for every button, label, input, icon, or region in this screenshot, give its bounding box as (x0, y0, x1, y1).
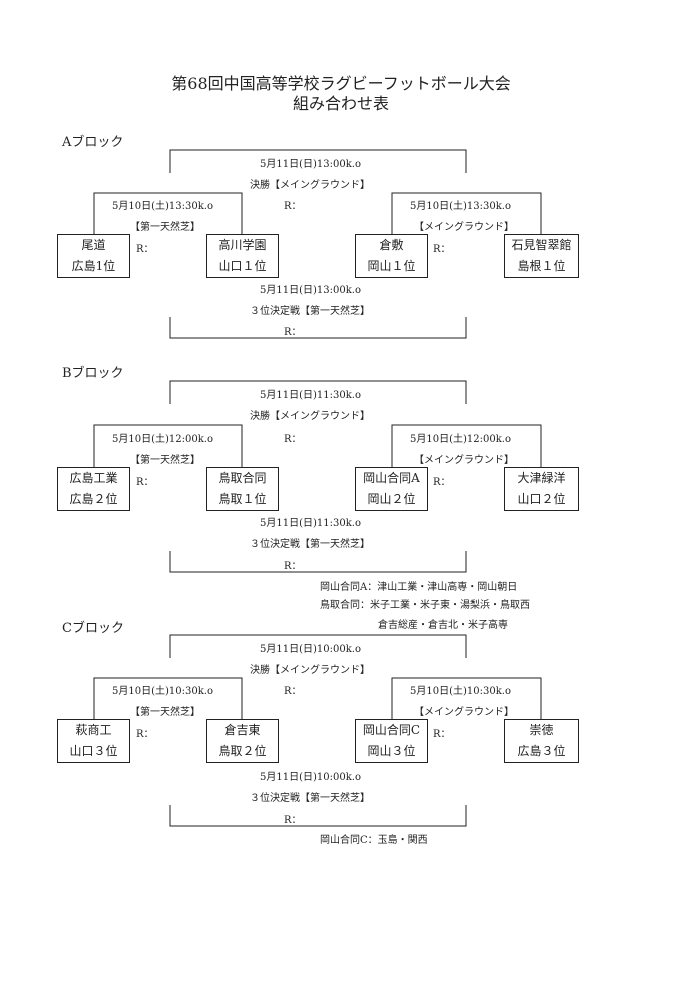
team-rank: 山口１位 (218, 259, 267, 273)
final-time: 5月11日(日)13:00k.o (260, 159, 361, 170)
third-place-label: ３位決定戦【第一天然芝】 (250, 306, 370, 317)
team-rank: 鳥取１位 (218, 492, 267, 506)
team-box: 萩商工 山口３位 (57, 719, 130, 763)
semi-right-time: 5月10日(土)12:00k.o (410, 434, 511, 445)
team-name: 大津緑洋 (517, 471, 566, 485)
team-rank: 広島３位 (517, 744, 566, 758)
final-time: 5月11日(日)11:30k.o (260, 390, 361, 401)
third-place-result: R： (284, 327, 302, 338)
third-place-label: ３位決定戦【第一天然芝】 (250, 539, 370, 550)
title-line-2: 組み合わせ表 (292, 94, 389, 113)
block-name: Aブロック (62, 135, 124, 150)
team-name: 尾道 (81, 238, 106, 252)
team-box: 倉敷 岡山１位 (355, 234, 428, 278)
semi-right-result: R： (433, 729, 451, 740)
semi-right-venue: 【メイングラウンド】 (414, 455, 514, 466)
final-result: R： (284, 434, 302, 445)
team-box: 倉吉東 鳥取２位 (206, 719, 279, 763)
team-box: 広島工業 広島２位 (57, 467, 130, 511)
third-place-result: R： (284, 815, 302, 826)
team-box: 鳥取合同 鳥取１位 (206, 467, 279, 511)
team-box: 尾道 広島1位 (57, 234, 130, 278)
team-rank: 山口２位 (517, 492, 566, 506)
team-name: 倉敷 (379, 238, 404, 252)
block-name: Bブロック (62, 366, 124, 381)
team-rank: 鳥取２位 (218, 744, 267, 758)
team-rank: 島根１位 (517, 259, 566, 273)
team-rank: 広島1位 (71, 259, 116, 273)
semi-left-time: 5月10日(土)12:00k.o (112, 434, 213, 445)
team-name: 岡山合同A (363, 471, 420, 485)
semi-left-venue: 【第一天然芝】 (130, 707, 200, 718)
title-line-1: 第68回中国高等学校ラグビーフットボール大会 (171, 74, 511, 93)
team-box: 石見智翠館 島根１位 (504, 234, 579, 278)
semi-left-result: R： (136, 477, 154, 488)
semi-right-result: R： (433, 244, 451, 255)
team-name: 広島工業 (69, 471, 118, 485)
third-place-result: R： (284, 561, 302, 572)
third-place-label: ３位決定戦【第一天然芝】 (250, 793, 370, 804)
team-rank: 山口３位 (69, 744, 118, 758)
team-rank: 岡山３位 (367, 744, 416, 758)
team-box: 高川学園 山口１位 (206, 234, 279, 278)
semi-right-time: 5月10日(土)10:30k.o (410, 686, 511, 697)
team-box: 岡山合同A 岡山２位 (355, 467, 428, 511)
semi-right-venue: 【メイングラウンド】 (414, 707, 514, 718)
team-name: 岡山合同C (362, 723, 421, 737)
semi-left-result: R： (136, 244, 154, 255)
team-rank: 岡山１位 (367, 259, 416, 273)
final-label: 決勝【メイングラウンド】 (250, 411, 370, 422)
team-box: 大津緑洋 山口２位 (504, 467, 579, 511)
team-composition-note: 鳥取合同：米子工業・米子東・湯梨浜・鳥取西 (320, 600, 530, 611)
semi-left-venue: 【第一天然芝】 (130, 222, 200, 233)
final-result: R： (284, 686, 302, 697)
final-label: 決勝【メイングラウンド】 (250, 665, 370, 676)
team-composition-note: 倉吉総産・倉吉北・米子高専 (378, 620, 508, 631)
team-name: 高川学園 (218, 238, 267, 252)
team-rank: 広島２位 (69, 492, 118, 506)
team-rank: 岡山２位 (367, 492, 416, 506)
team-box: 岡山合同C 岡山３位 (355, 719, 428, 763)
team-name: 倉吉東 (224, 723, 261, 737)
team-composition-note: 岡山合同C：玉島・関西 (320, 835, 428, 846)
final-label: 決勝【メイングラウンド】 (250, 180, 370, 191)
semi-right-time: 5月10日(土)13:30k.o (410, 201, 511, 212)
team-composition-note: 岡山合同A：津山工業・津山高専・岡山朝日 (320, 582, 518, 593)
third-place-time: 5月11日(日)11:30k.o (260, 518, 361, 529)
team-name: 鳥取合同 (218, 471, 267, 485)
team-name: 崇徳 (529, 723, 554, 737)
semi-left-time: 5月10日(土)13:30k.o (112, 201, 213, 212)
final-result: R： (284, 201, 302, 212)
team-name: 石見智翠館 (511, 238, 572, 252)
block-name: Cブロック (62, 621, 124, 636)
team-box: 崇徳 広島３位 (504, 719, 579, 763)
semi-right-result: R： (433, 477, 451, 488)
third-place-time: 5月11日(日)10:00k.o (260, 772, 361, 783)
semi-left-time: 5月10日(土)10:30k.o (112, 686, 213, 697)
third-place-time: 5月11日(日)13:00k.o (260, 285, 361, 296)
final-time: 5月11日(日)10:00k.o (260, 644, 361, 655)
semi-left-venue: 【第一天然芝】 (130, 455, 200, 466)
semi-left-result: R： (136, 729, 154, 740)
team-name: 萩商工 (75, 723, 112, 737)
semi-right-venue: 【メイングラウンド】 (414, 222, 514, 233)
